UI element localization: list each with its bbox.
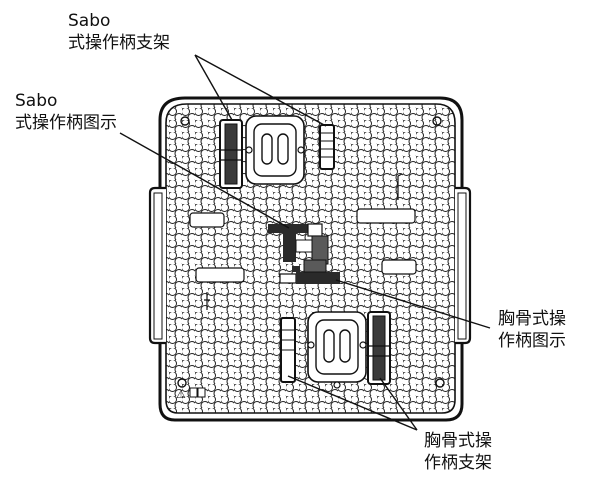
label-sabo-handle-icon-line2: 式操作柄图示 (15, 113, 117, 133)
label-sabo-holder: Sabo 式操作柄支架 (68, 10, 170, 54)
sabo-holder-left (219, 119, 243, 189)
label-sternal-holder-line2: 作柄支架 (424, 453, 492, 473)
leader-sternal-holder-right (379, 377, 418, 431)
leader-sternal-handle-icon (335, 279, 491, 329)
leader-sternal-holder-left (287, 375, 418, 431)
sabo-handle-icon (268, 223, 329, 265)
bottom-latch (307, 311, 367, 389)
leader-sabo-holder-right (194, 54, 327, 127)
label-sternal-holder: 胸骨式操 作柄支架 (424, 430, 492, 474)
cradle-pads (189, 173, 417, 310)
label-sabo-holder-line1: Sabo (68, 11, 111, 31)
sternal-holder-right (367, 311, 391, 385)
label-sabo-handle-icon-line1: Sabo (15, 91, 58, 111)
label-sternal-handle-icon: 胸骨式操 作柄图示 (498, 308, 566, 352)
top-latch (245, 115, 305, 185)
label-sabo-handle-icon: Sabo 式操作柄图示 (15, 90, 117, 134)
sternal-handle-icon (279, 259, 340, 284)
label-sternal-holder-line1: 胸骨式操 (424, 431, 492, 451)
leader-sabo-handle-icon (119, 132, 290, 229)
sabo-holder-right (319, 124, 335, 170)
sternal-holder-left (280, 317, 296, 383)
warning-mark: ⚠︎ (176, 387, 206, 401)
label-sternal-handle-icon-line1: 胸骨式操 (498, 309, 566, 329)
label-sternal-handle-icon-line2: 作柄图示 (498, 331, 566, 351)
label-sabo-holder-line2: 式操作柄支架 (68, 33, 170, 53)
leader-lines (119, 54, 491, 431)
warning-icon: ⚠︎ (176, 388, 186, 401)
left-side-handle (148, 186, 166, 345)
right-side-handle (455, 186, 472, 345)
leader-sabo-holder-left (194, 54, 233, 121)
